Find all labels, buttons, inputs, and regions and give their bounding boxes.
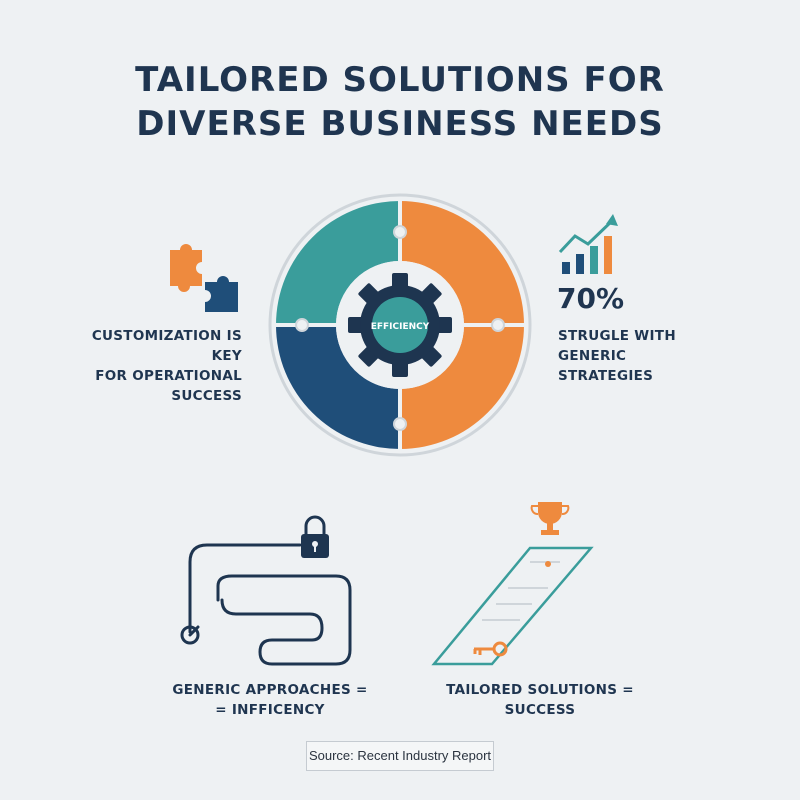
- wheel-segment-navy: [276, 325, 400, 449]
- connector-dot: [295, 318, 309, 332]
- bottom-right-line-1: TAILORED SOLUTIONS =: [446, 682, 634, 698]
- trophy-icon: [530, 502, 570, 535]
- connector-dot: [393, 417, 407, 431]
- wheel-segment-orange: [400, 201, 524, 449]
- left-caption-line-3: SUCCESS: [171, 388, 242, 404]
- source-note: Source: Recent Industry Report: [306, 741, 494, 771]
- right-caption: STRUGLE WITH GENERIC STRATEGIES: [558, 326, 708, 386]
- puzzle-icon: [170, 244, 238, 312]
- gear-icon: [348, 273, 452, 377]
- title-line-2: DIVERSE BUSINESS NEEDS: [136, 104, 664, 144]
- stat-value: 70%: [557, 282, 625, 315]
- bottom-left-caption: GENERIC APPROACHES = = INFFICENCY: [150, 680, 390, 720]
- left-caption-line-1: CUSTOMIZATION IS KEY: [91, 328, 242, 364]
- bottom-right-line-2: SUCCESS: [504, 702, 576, 718]
- left-caption-line-2: FOR OPERATIONAL: [95, 368, 242, 384]
- key-icon: [473, 641, 508, 657]
- left-caption: CUSTOMIZATION IS KEY FOR OPERATIONAL SUC…: [60, 326, 242, 406]
- right-caption-line-2: GENERIC: [558, 348, 627, 364]
- connector-dot: [393, 225, 407, 239]
- title-line-1: TAILORED SOLUTIONS FOR: [135, 60, 665, 100]
- wheel-segment-teal: [276, 201, 400, 325]
- right-caption-line-3: STRATEGIES: [558, 368, 654, 384]
- wheel-center-label: EFFICIENCY: [371, 322, 430, 332]
- efficiency-wheel: EFFICIENCY: [268, 193, 532, 457]
- bottom-left-line-1: GENERIC APPROACHES =: [172, 682, 368, 698]
- right-caption-line-1: STRUGLE WITH: [558, 328, 676, 344]
- document-icon: [431, 546, 594, 666]
- growth-chart-icon: [558, 214, 618, 274]
- maze-lock-icon: [180, 543, 352, 666]
- connector-dot: [491, 318, 505, 332]
- page-title: TAILORED SOLUTIONS FOR DIVERSE BUSINESS …: [0, 58, 800, 146]
- bottom-left-line-2: = INFFICENCY: [215, 702, 325, 718]
- bottom-right-caption: TAILORED SOLUTIONS = SUCCESS: [420, 680, 660, 720]
- lock-icon: [301, 515, 329, 558]
